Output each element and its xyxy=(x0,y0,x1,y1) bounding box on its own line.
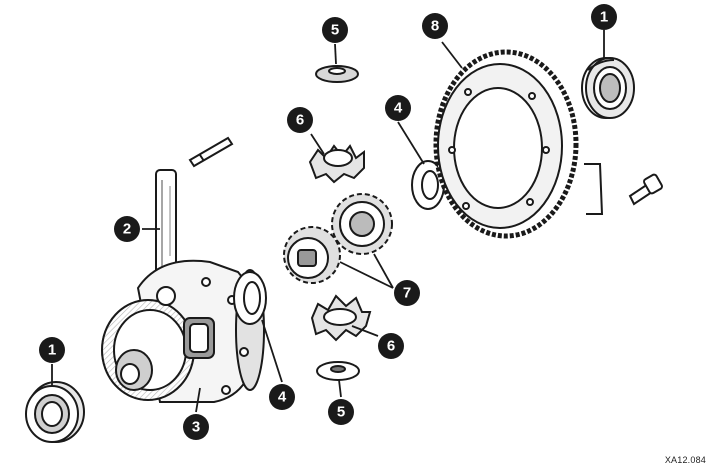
pinion-gear-top xyxy=(308,144,365,184)
callout-shaft: 2 xyxy=(114,216,140,242)
callout-number: 6 xyxy=(296,112,304,129)
lock-pin xyxy=(188,136,234,168)
bearing-right xyxy=(581,57,635,119)
figure-reference-code: XA12.084 xyxy=(664,455,706,465)
callout-side-gears: 7 xyxy=(394,280,420,306)
callout-number: 2 xyxy=(123,221,131,238)
callout-pinion-bottom: 6 xyxy=(378,333,404,359)
callout-bearing-right: 1 xyxy=(591,4,617,30)
ring-gear xyxy=(433,49,579,239)
callout-number: 1 xyxy=(48,342,56,359)
callout-number: 6 xyxy=(387,338,395,355)
callout-number: 5 xyxy=(331,22,339,39)
pinion-gear-bottom xyxy=(310,294,372,342)
thrust-washer-case xyxy=(233,271,267,325)
callout-washer-case: 4 xyxy=(269,384,295,410)
bearing-left xyxy=(25,381,85,443)
callout-ring-gear: 8 xyxy=(422,13,448,39)
side-gear-upper xyxy=(331,193,393,255)
callout-number: 5 xyxy=(337,404,345,421)
callout-number: 7 xyxy=(403,285,411,302)
callout-number: 4 xyxy=(278,389,287,406)
callout-number: 1 xyxy=(600,9,608,26)
callout-number: 8 xyxy=(431,18,439,35)
leader-lines xyxy=(51,30,605,413)
callout-thrust-bottom: 5 xyxy=(328,399,354,425)
callout-case: 3 xyxy=(183,414,209,440)
pinion-shaft xyxy=(155,169,177,277)
callout-washer-ring: 4 xyxy=(385,95,411,121)
callout-number: 3 xyxy=(192,419,200,436)
callout-thrust-top: 5 xyxy=(322,17,348,43)
side-gear-lower xyxy=(283,226,341,284)
thrust-washer-ring xyxy=(411,160,445,210)
ring-gear-bolt xyxy=(584,163,663,215)
callout-bearing-left: 1 xyxy=(39,337,65,363)
thrust-washer-top xyxy=(315,65,359,83)
callout-number: 4 xyxy=(394,100,403,117)
thrust-washer-bottom xyxy=(316,361,360,381)
callout-pinion-top: 6 xyxy=(287,107,313,133)
